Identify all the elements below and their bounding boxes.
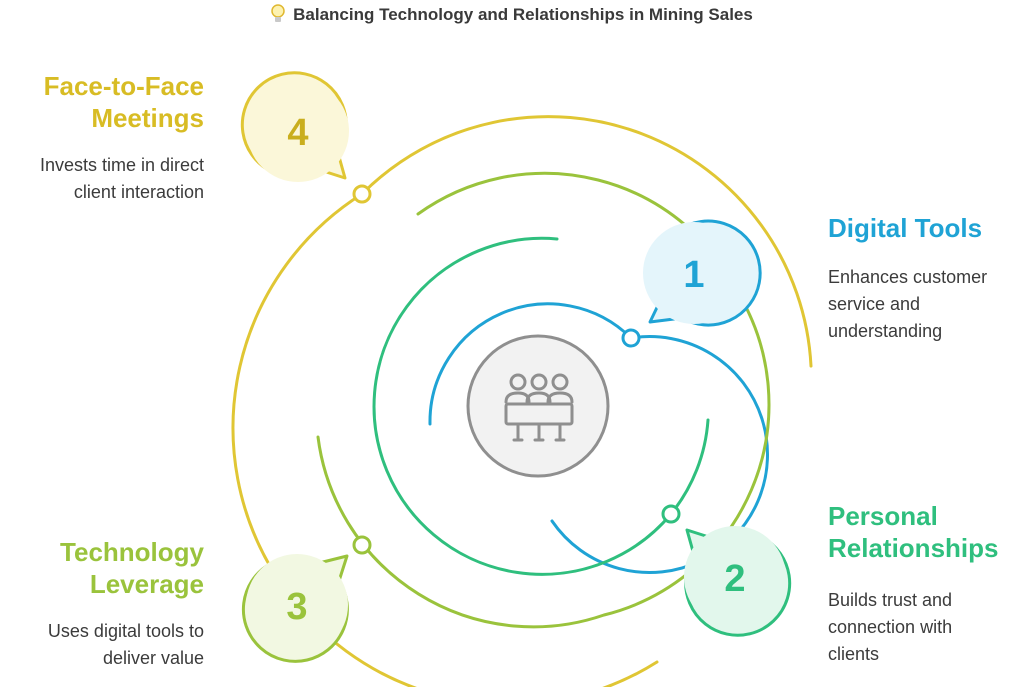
lightbulb-icon xyxy=(271,4,285,29)
stage-1-badge: 1 xyxy=(643,219,762,327)
stage-1-number: 1 xyxy=(683,254,704,296)
stage-1-desc-line-2: service and xyxy=(828,294,921,314)
stage-3-label: Technology Leverage Uses digital tools t… xyxy=(0,536,204,672)
stage-4-desc-line-2: client interaction xyxy=(73,182,204,202)
stage-1-label: Digital Tools Enhances customer service … xyxy=(828,212,1018,345)
ring-1-dot xyxy=(621,328,641,348)
stage-2-heading-line-1: Personal xyxy=(828,501,938,531)
stage-4-heading-line-1: Face-to-Face xyxy=(43,71,204,101)
stage-1-heading: Digital Tools xyxy=(828,213,983,243)
stage-4-number: 4 xyxy=(287,112,308,154)
stage-4-desc-line-1: Invests time in direct xyxy=(39,155,204,175)
stage-3-desc-line-2: deliver value xyxy=(102,648,204,668)
stage-3-heading-line-2: Leverage xyxy=(89,569,204,599)
stage-2-heading-line-2: Relationships xyxy=(828,533,999,563)
stage-2-desc-line-2: connection with xyxy=(828,617,953,637)
stage-2-number: 2 xyxy=(724,558,745,600)
title-text: Balancing Technology and Relationships i… xyxy=(293,5,753,24)
stage-2-desc-line-1: Builds trust and xyxy=(828,590,953,610)
stage-2-badge: 2 xyxy=(684,526,792,637)
stage-1-desc-line-3: understanding xyxy=(828,321,943,341)
page-title: Balancing Technology and Relationships i… xyxy=(0,4,1024,26)
ring-4-dot xyxy=(352,184,372,204)
stage-4-heading-line-2: Meetings xyxy=(91,103,204,133)
stage-3-desc-line-1: Uses digital tools to xyxy=(47,621,204,641)
ring-2-dot xyxy=(661,504,681,524)
ring-3-dot xyxy=(352,535,372,555)
stage-2-label: Personal Relationships Builds trust and … xyxy=(828,500,1018,668)
ring-2-arc xyxy=(372,236,710,576)
stage-2-desc-line-3: clients xyxy=(828,644,880,664)
stage-3-heading-line-1: Technology xyxy=(60,537,204,567)
stage-4-label: Face-to-Face Meetings Invests time in di… xyxy=(0,70,204,206)
ring-1-arc xyxy=(428,302,769,575)
stage-4-badge: 4 xyxy=(240,71,349,182)
meeting-group-icon xyxy=(466,334,610,478)
stage-3-number: 3 xyxy=(286,586,307,628)
stage-1-desc-line-1: Enhances customer xyxy=(828,267,988,287)
stage-3-badge: 3 xyxy=(241,554,349,663)
